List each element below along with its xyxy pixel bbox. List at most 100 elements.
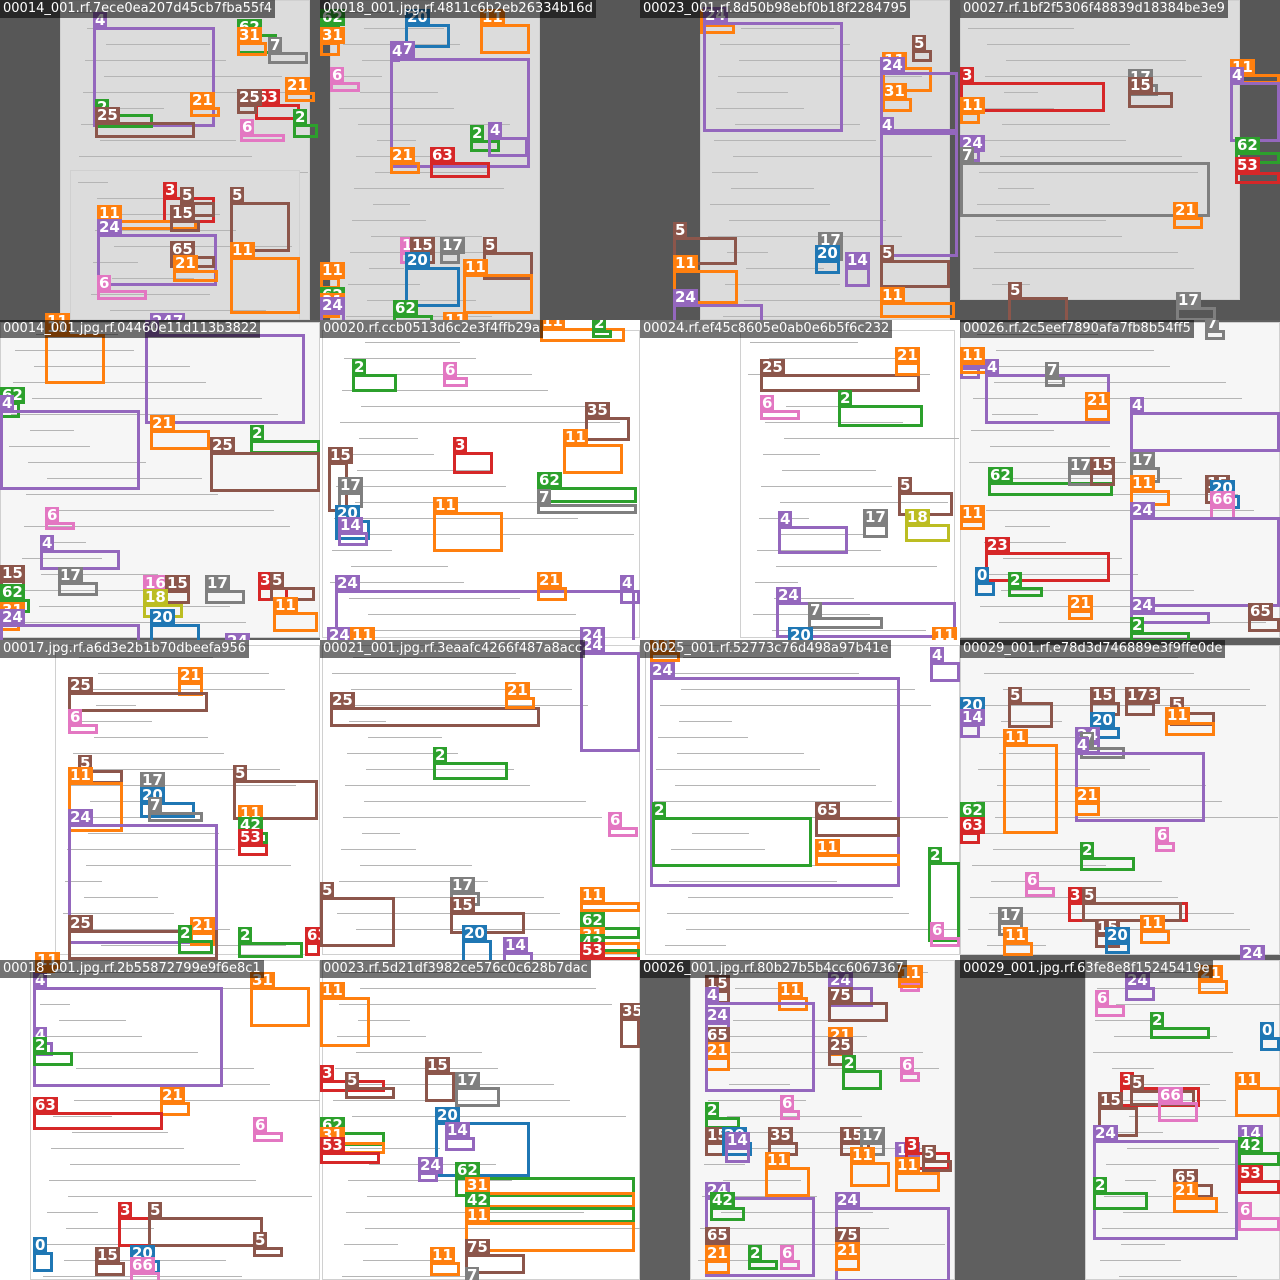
annotation-label: 4 xyxy=(778,510,793,528)
text-line xyxy=(1127,1148,1219,1149)
tile-filename: 00014_001.rf.7ece0ea207d45cb7fba55f4 xyxy=(0,0,276,18)
text-line xyxy=(1121,1244,1165,1245)
annotation-label: 17 xyxy=(205,574,230,592)
annotation-label: 24 xyxy=(673,288,698,306)
text-line xyxy=(985,76,1202,77)
text-line xyxy=(354,188,504,189)
text-line xyxy=(90,801,147,802)
annotation-label: 15 xyxy=(1128,76,1153,94)
text-line xyxy=(763,454,820,455)
annotation-label: 24 xyxy=(580,627,605,640)
annotation-label: 5 xyxy=(880,244,895,262)
annotation-box: 24 xyxy=(320,297,345,320)
annotation-box: 11 xyxy=(563,429,623,474)
text-line xyxy=(761,486,892,487)
text-line xyxy=(97,198,164,199)
annotation-label: 21 xyxy=(1173,201,1198,219)
annotation-box: 0 xyxy=(33,1237,53,1272)
annotation-label: 62 xyxy=(580,911,605,929)
annotation-label: 3 xyxy=(1068,886,1083,904)
annotation-label: 53 xyxy=(238,828,263,846)
tile-filename: 00023.rf.5d21df3982ce576c0c628b7dac xyxy=(320,960,591,978)
annotation-box: 0 xyxy=(975,567,995,596)
annotation-box: 20 xyxy=(462,925,492,960)
annotation-label: 17 xyxy=(450,876,475,894)
text-line xyxy=(350,1148,440,1149)
annotation-box: 31 xyxy=(250,972,310,1027)
annotation-box: 2 xyxy=(928,847,960,942)
annotation-label: 5 xyxy=(1008,686,1023,704)
annotation-box: 6 xyxy=(1025,872,1055,897)
text-line xyxy=(28,462,146,463)
annotation-label: 62 xyxy=(988,466,1013,484)
annotation-box: 0 xyxy=(1260,1022,1280,1051)
annotation-label: 6 xyxy=(608,811,623,829)
text-line xyxy=(357,470,490,471)
annotation-box: 5 xyxy=(148,1202,263,1247)
annotation-label: 5 xyxy=(1130,1074,1145,1092)
annotation-label: 4 xyxy=(1230,66,1245,84)
annotation-label: 35 xyxy=(585,401,610,419)
annotation-label: 62 xyxy=(1235,136,1260,154)
annotation-box: 5 xyxy=(1082,887,1182,922)
tile-4: 00027.rf.1bf2f5306f48839d18384be3e931715… xyxy=(960,0,1280,320)
text-line xyxy=(336,486,506,487)
annotation-label: 62 xyxy=(537,471,562,489)
annotation-label: 6 xyxy=(68,708,83,726)
annotation-box: 4 xyxy=(620,575,640,604)
text-line xyxy=(975,236,1122,237)
annotation-label: 63 xyxy=(305,927,320,944)
annotation-box: 5 xyxy=(673,222,737,265)
annotation-box: 25 xyxy=(210,437,320,492)
document-sheet xyxy=(55,645,320,955)
text-line xyxy=(710,1068,939,1069)
annotation-label: 21 xyxy=(190,916,215,934)
annotation-label: 11 xyxy=(35,952,60,960)
text-line xyxy=(339,1004,612,1005)
annotation-label: 4 xyxy=(40,534,55,552)
annotation-label: 66 xyxy=(1210,490,1235,508)
annotation-label: 7 xyxy=(1205,320,1220,332)
text-line xyxy=(718,76,922,77)
annotation-box: 2 xyxy=(592,320,612,338)
annotation-box: 24 xyxy=(335,575,635,640)
annotation-label: 62 xyxy=(455,1161,480,1179)
annotation-label: 5 xyxy=(1082,886,1097,904)
annotation-label: 11 xyxy=(850,1146,875,1164)
annotation-label: 17 xyxy=(440,236,465,254)
annotation-label: 24 xyxy=(225,633,250,640)
text-line xyxy=(349,598,520,599)
annotation-label: 17 xyxy=(1130,451,1155,469)
text-line xyxy=(369,268,404,269)
text-line xyxy=(669,881,837,882)
annotation-box: 14 xyxy=(960,709,985,738)
annotation-label: 15 xyxy=(165,574,190,592)
annotation-label: 5 xyxy=(233,764,248,782)
text-line xyxy=(343,817,602,818)
annotation-box: 2 xyxy=(1093,1177,1148,1210)
text-line xyxy=(995,817,1278,818)
annotation-label: 15 xyxy=(410,236,435,254)
annotation-box: 4 xyxy=(0,395,140,490)
annotation-label: 21 xyxy=(390,146,415,164)
tile-filename: 00018_001.jpg.rf.2b55872799e9f6e8c1 xyxy=(0,960,264,978)
text-line xyxy=(348,284,420,285)
text-line xyxy=(361,406,604,407)
annotation-box: 4 xyxy=(705,987,815,1092)
annotation-label: 15 xyxy=(1090,686,1115,704)
annotation-label: 2 xyxy=(178,924,193,942)
annotation-box: 24 xyxy=(673,289,763,320)
annotation-box: 14 xyxy=(725,1132,750,1163)
text-line xyxy=(339,108,454,109)
text-line xyxy=(784,438,959,439)
annotation-label: 6 xyxy=(780,1094,795,1112)
tile-5: 00014_001.jpg.rf.04460e11d113b3822116244… xyxy=(0,320,320,640)
text-line xyxy=(1095,1020,1161,1021)
annotation-box: 15 xyxy=(1098,1092,1138,1137)
annotation-label: 24 xyxy=(580,640,605,654)
annotation-label: 17 xyxy=(338,476,363,494)
